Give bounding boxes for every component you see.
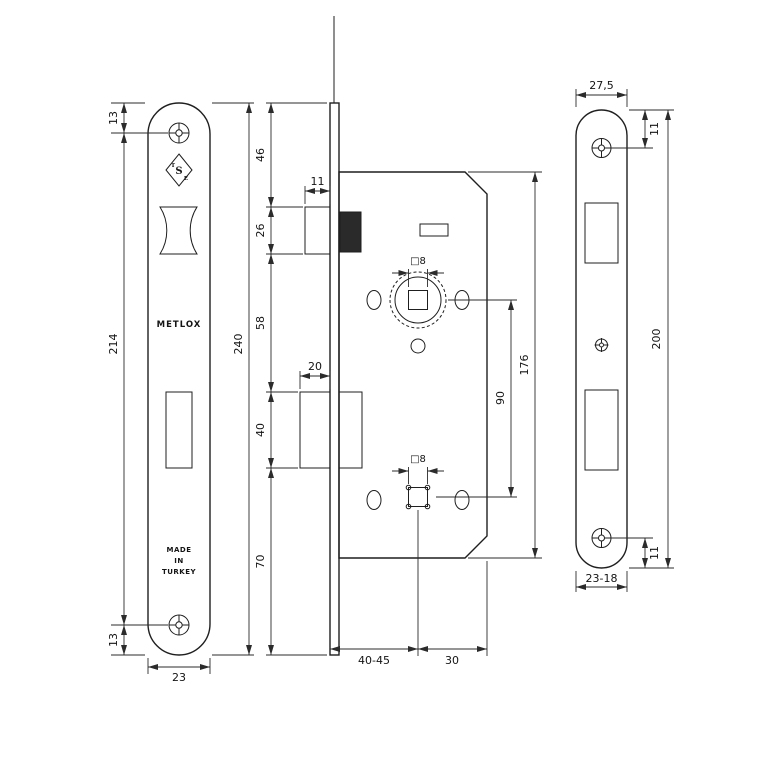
corner-detail	[424, 484, 431, 491]
faceplate-dimensions: 13 214 13 240 23	[107, 102, 254, 684]
follower-hub	[394, 276, 442, 324]
deadbolt-cutout	[165, 391, 193, 469]
dim-spindle-centers: 90	[494, 391, 507, 405]
made-in-line3: TURKEY	[162, 568, 197, 576]
fixing-hole-left	[366, 290, 382, 310]
strike-deadbolt-cutout	[584, 389, 619, 471]
tse-letter-e: E	[184, 176, 188, 182]
made-in-line1: MADE	[167, 546, 192, 554]
tse-letter-t: T	[171, 163, 176, 169]
strike-plate-outline	[575, 109, 628, 569]
dim-segment-3: 58	[254, 316, 267, 330]
lock-body-outline	[338, 171, 488, 559]
center-hole	[410, 338, 426, 354]
strike-screw-top	[591, 138, 612, 158]
dim-spindle-square-top: □8	[410, 256, 426, 267]
screw-hole-inner	[175, 129, 183, 137]
stop-slot	[419, 223, 449, 237]
dim-body-depth: 30	[445, 654, 459, 667]
screw-hole-top	[168, 122, 190, 144]
lock-body-side-view	[299, 16, 488, 656]
made-in-text: MADE IN TURKEY	[162, 546, 197, 576]
deadbolt-tail	[338, 391, 363, 469]
dim-backset: 40-45	[358, 654, 390, 667]
fixing-hole-right-lower	[454, 490, 470, 510]
corner-detail	[405, 503, 412, 510]
wc-square-hole	[408, 487, 428, 507]
strike-plate-view	[575, 109, 628, 569]
tse-logo: T S E	[165, 153, 193, 187]
dim-screw-spacing: 214	[107, 334, 120, 355]
screw-hole-outer	[168, 614, 190, 636]
latch-bolt	[304, 206, 331, 255]
dim-screw-bottom-offset: 13	[107, 633, 120, 647]
screw-hole-outer	[591, 138, 612, 158]
dim-strike-length: 200	[650, 329, 663, 350]
screw-hole-outer	[591, 528, 612, 548]
spindle-square-hole	[408, 290, 428, 310]
dim-segment-5: 70	[254, 555, 267, 569]
dim-latch-projection: 11	[311, 175, 325, 188]
dim-strike-bottom-width: 23-18	[586, 572, 618, 585]
screw-hole-inner	[175, 621, 183, 629]
dim-strike-width: 27,5	[589, 79, 614, 92]
dim-screw-top-offset: 13	[107, 111, 120, 125]
dim-plate-width: 23	[172, 671, 186, 684]
wc-follower	[405, 484, 431, 510]
screw-hole-inner	[598, 534, 605, 542]
dim-deadbolt-projection: 20	[308, 360, 322, 373]
faceplate-outline	[147, 102, 211, 656]
faceplate-front-view: T S E METLOX MADE IN TURKEY	[147, 102, 211, 656]
screw-hole-outer	[168, 122, 190, 144]
lock-body-dimensions: 46 26 58 40 70 11 20 □8 □8 90 176 40-45 …	[254, 102, 542, 667]
dim-overall-length: 240	[232, 334, 245, 355]
brand-text: METLOX	[157, 320, 202, 330]
strike-screw-bottom	[591, 528, 612, 548]
screw-hole-inner	[598, 144, 605, 152]
dim-segment-1: 46	[254, 148, 267, 162]
dim-body-length: 176	[518, 355, 531, 376]
screw-hole-inner	[599, 342, 604, 348]
faceplate-edge	[329, 102, 340, 656]
tse-diamond	[165, 153, 193, 187]
spindle-follower	[389, 271, 447, 329]
strike-latch-cutout	[584, 202, 619, 264]
tse-letter-s: S	[175, 166, 182, 177]
latch-tail	[339, 211, 362, 253]
follower-toothed-ring	[389, 271, 447, 329]
corner-detail	[405, 484, 412, 491]
strike-plate-dimensions: 27,5 11 200 11 23-18	[575, 79, 674, 592]
dim-segment-2: 26	[254, 224, 267, 238]
corner-detail	[424, 503, 431, 510]
fixing-hole-left-lower	[366, 490, 382, 510]
screw-hole-bottom	[168, 614, 190, 636]
dim-segment-4: 40	[254, 423, 267, 437]
latch-cutout	[159, 206, 198, 255]
dim-spindle-square-bottom: □8	[410, 454, 426, 465]
deadbolt	[299, 391, 331, 469]
dim-strike-top-offset: 11	[648, 122, 661, 136]
made-in-line2: IN	[174, 557, 183, 565]
dim-strike-bottom-offset: 11	[648, 546, 661, 560]
strike-screw-middle	[594, 338, 609, 352]
